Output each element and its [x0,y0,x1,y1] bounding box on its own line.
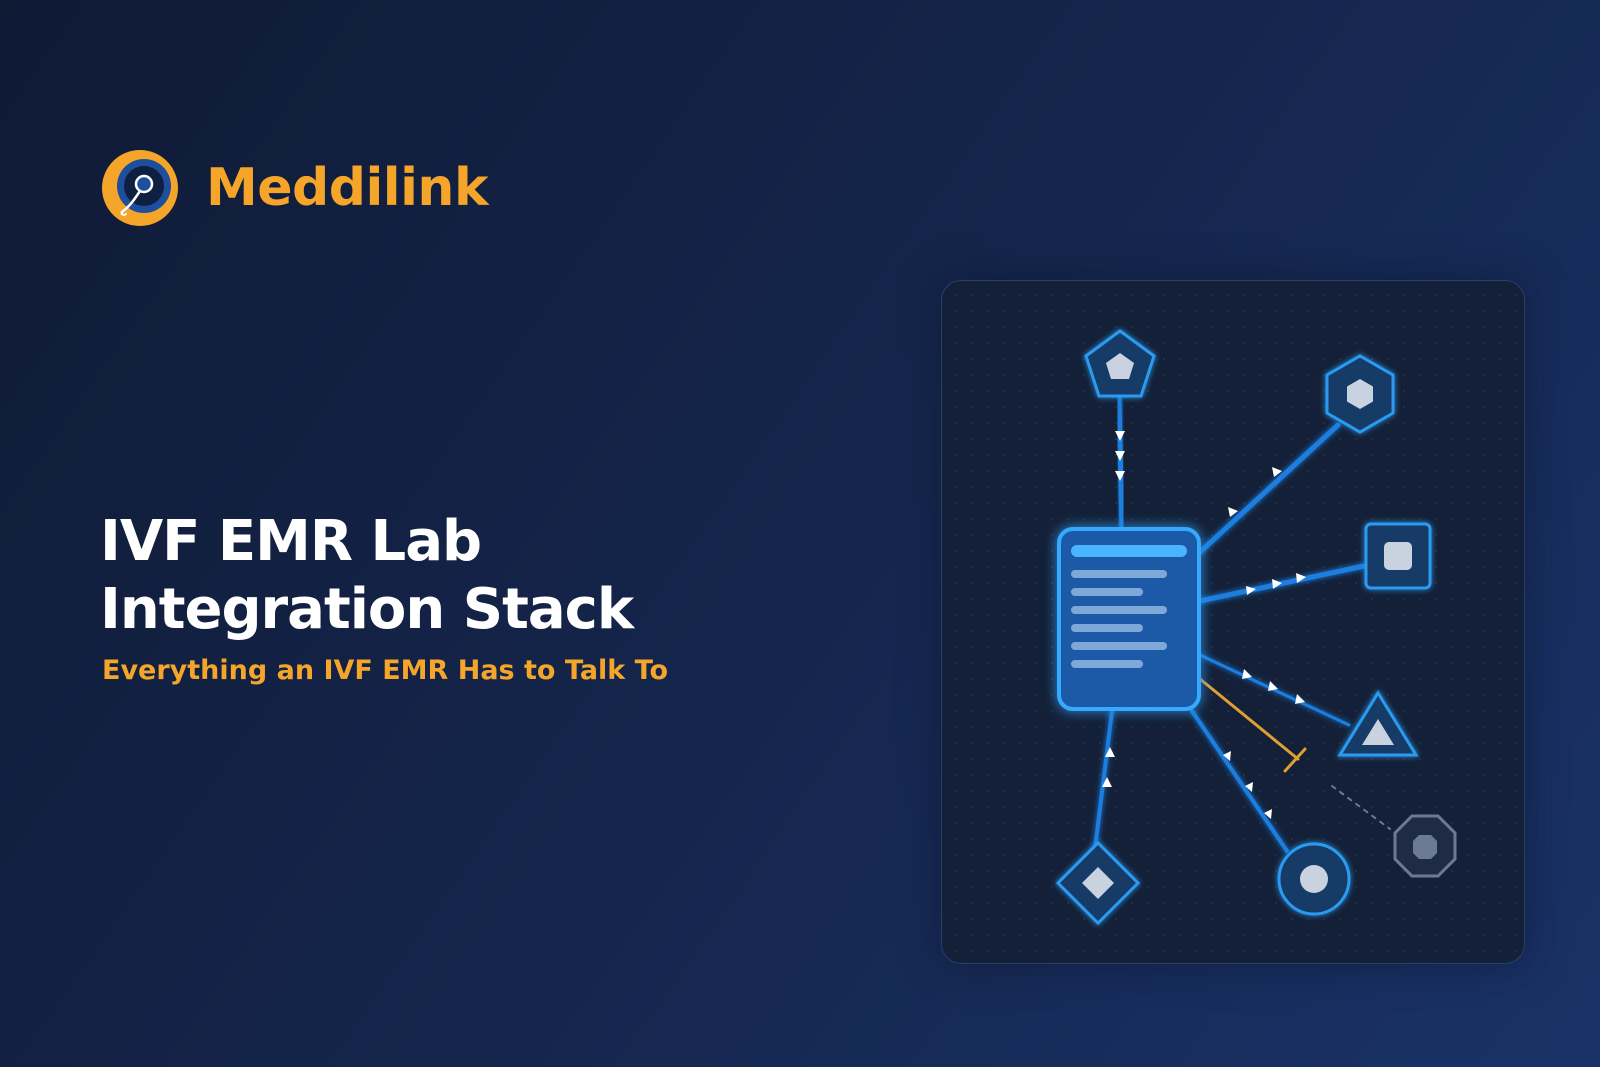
link-circle [1190,709,1289,853]
link-hexagon [1196,422,1341,556]
link-pentagon [1116,396,1125,532]
arrow-triangle-2 [1268,681,1278,691]
integration-diagram [1055,329,1457,926]
brand-name: Meddilink [206,158,489,218]
brand-logo: Meddilink [100,148,489,228]
integration-diagram-panel [941,280,1525,964]
octagon-node-icon [1393,814,1457,878]
arrow-diamond-1 [1105,747,1115,757]
document-hub-icon [1057,527,1201,711]
hero-headline: IVF EMR Lab Integration Stack Everything… [100,508,860,688]
circle-node-icon [1277,842,1351,916]
link-triangle [1198,653,1351,727]
arrow-square-1 [1246,586,1256,595]
arrow-circle-1 [1223,751,1231,761]
meddilink-logo-icon [102,150,178,226]
arrow-pentagon-3 [1115,471,1125,481]
arrow-pentagon-1 [1115,431,1125,441]
link-blocked [1198,677,1300,761]
pentagon-node-icon [1084,329,1156,398]
arrow-square-2 [1272,579,1282,589]
arrow-circle-3 [1264,809,1272,819]
arrow-hexagon-2 [1272,467,1282,477]
title-line-2: Integration Stack [100,577,634,642]
page-subtitle: Everything an IVF EMR Has to Talk To [102,655,669,686]
diamond-node-icon [1055,840,1141,926]
title-line-1: IVF EMR Lab [100,509,482,574]
arrow-hexagon-1 [1228,507,1238,517]
arrow-diamond-2 [1102,777,1112,787]
link-square [1197,563,1367,604]
arrow-square-3 [1296,573,1306,583]
link-octagon-inactive [1331,785,1391,830]
arrow-circle-2 [1245,782,1253,792]
arrow-pentagon-2 [1115,451,1125,461]
hexagon-node-icon [1325,354,1395,434]
page-title: IVF EMR Lab Integration Stack [100,508,860,644]
triangle-node-icon [1337,690,1419,757]
arrow-triangle-1 [1242,669,1252,679]
link-blocked-cap [1283,747,1307,773]
square-node-icon [1364,522,1432,590]
connection-links [1093,396,1391,853]
arrow-triangle-3 [1295,694,1305,704]
flow-arrows [1102,431,1306,819]
link-diamond [1093,709,1114,851]
